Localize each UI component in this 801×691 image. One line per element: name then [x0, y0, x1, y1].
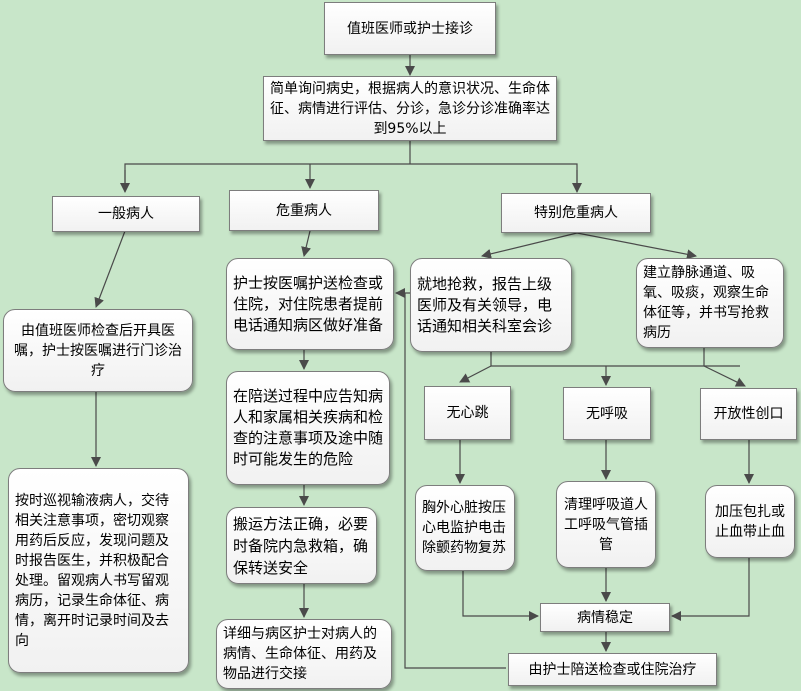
start-node: 值班医师或护士接诊	[324, 2, 496, 55]
no-breathing-node: 无呼吸	[563, 387, 651, 440]
no-heartbeat-node: 无心跳	[424, 386, 511, 440]
arrow-special-rescue	[481, 232, 578, 259]
cpr-action-node: 胸外心脏按压心电监护电击除颤药物复苏	[415, 485, 515, 571]
bandage-action-node: 加压包扎或止血带止血	[705, 485, 795, 558]
triage-node: 简单询问病史，根据病人的意识状况、生命体征、病情进行评估、分诊，急诊分诊准确率达…	[263, 76, 557, 141]
arrow-critical-step1	[301, 230, 311, 257]
arrow-special-iv	[576, 232, 697, 260]
arrow-general-step1	[94, 230, 126, 308]
critical-step3-node: 搬运方法正确，必要时备院内急救箱，确保转送安全	[226, 507, 377, 584]
airway-action-node: 清理呼吸道人工呼吸气管插管	[556, 481, 656, 568]
special-iv-node: 建立静脉通道、吸氧、吸痰，观察生命体征等，并书写抢救病历	[636, 258, 784, 348]
special-critical-node: 特别危重病人	[501, 193, 651, 233]
open-wound-node: 开放性创口	[700, 388, 797, 440]
escort-node: 由护士陪送检查或住院治疗	[508, 653, 717, 686]
general-step1-node: 由值班医师检查后开具医嘱，护士按医嘱进行门诊治疗	[3, 309, 193, 392]
critical-step2-node: 在陪送过程中应告知病人和家属相关疾病和检查的注意事项及途中随时可能发生的危险	[226, 371, 390, 485]
general-step2-node: 按时巡视输液病人，交待相关注意事项，密切观察用药后反应，发现问题及时报告医生，并…	[8, 468, 189, 673]
critical-step1-node: 护士按医嘱护送检查或住院，对住院患者提前电话通知病区做好准备	[226, 258, 394, 350]
general-patient-node: 一般病人	[52, 196, 200, 232]
branch-line	[124, 163, 578, 188]
critical-step4-node: 详细与病区护士对病人的病情、生命体征、用药及物品进行交接	[216, 619, 392, 689]
special-rescue-node: 就地抢救，报告上级医师及有关领导，电话通知相关科室会诊	[410, 258, 572, 352]
critical-patient-node: 危重病人	[229, 190, 379, 231]
stable-node: 病情稳定	[540, 603, 670, 632]
